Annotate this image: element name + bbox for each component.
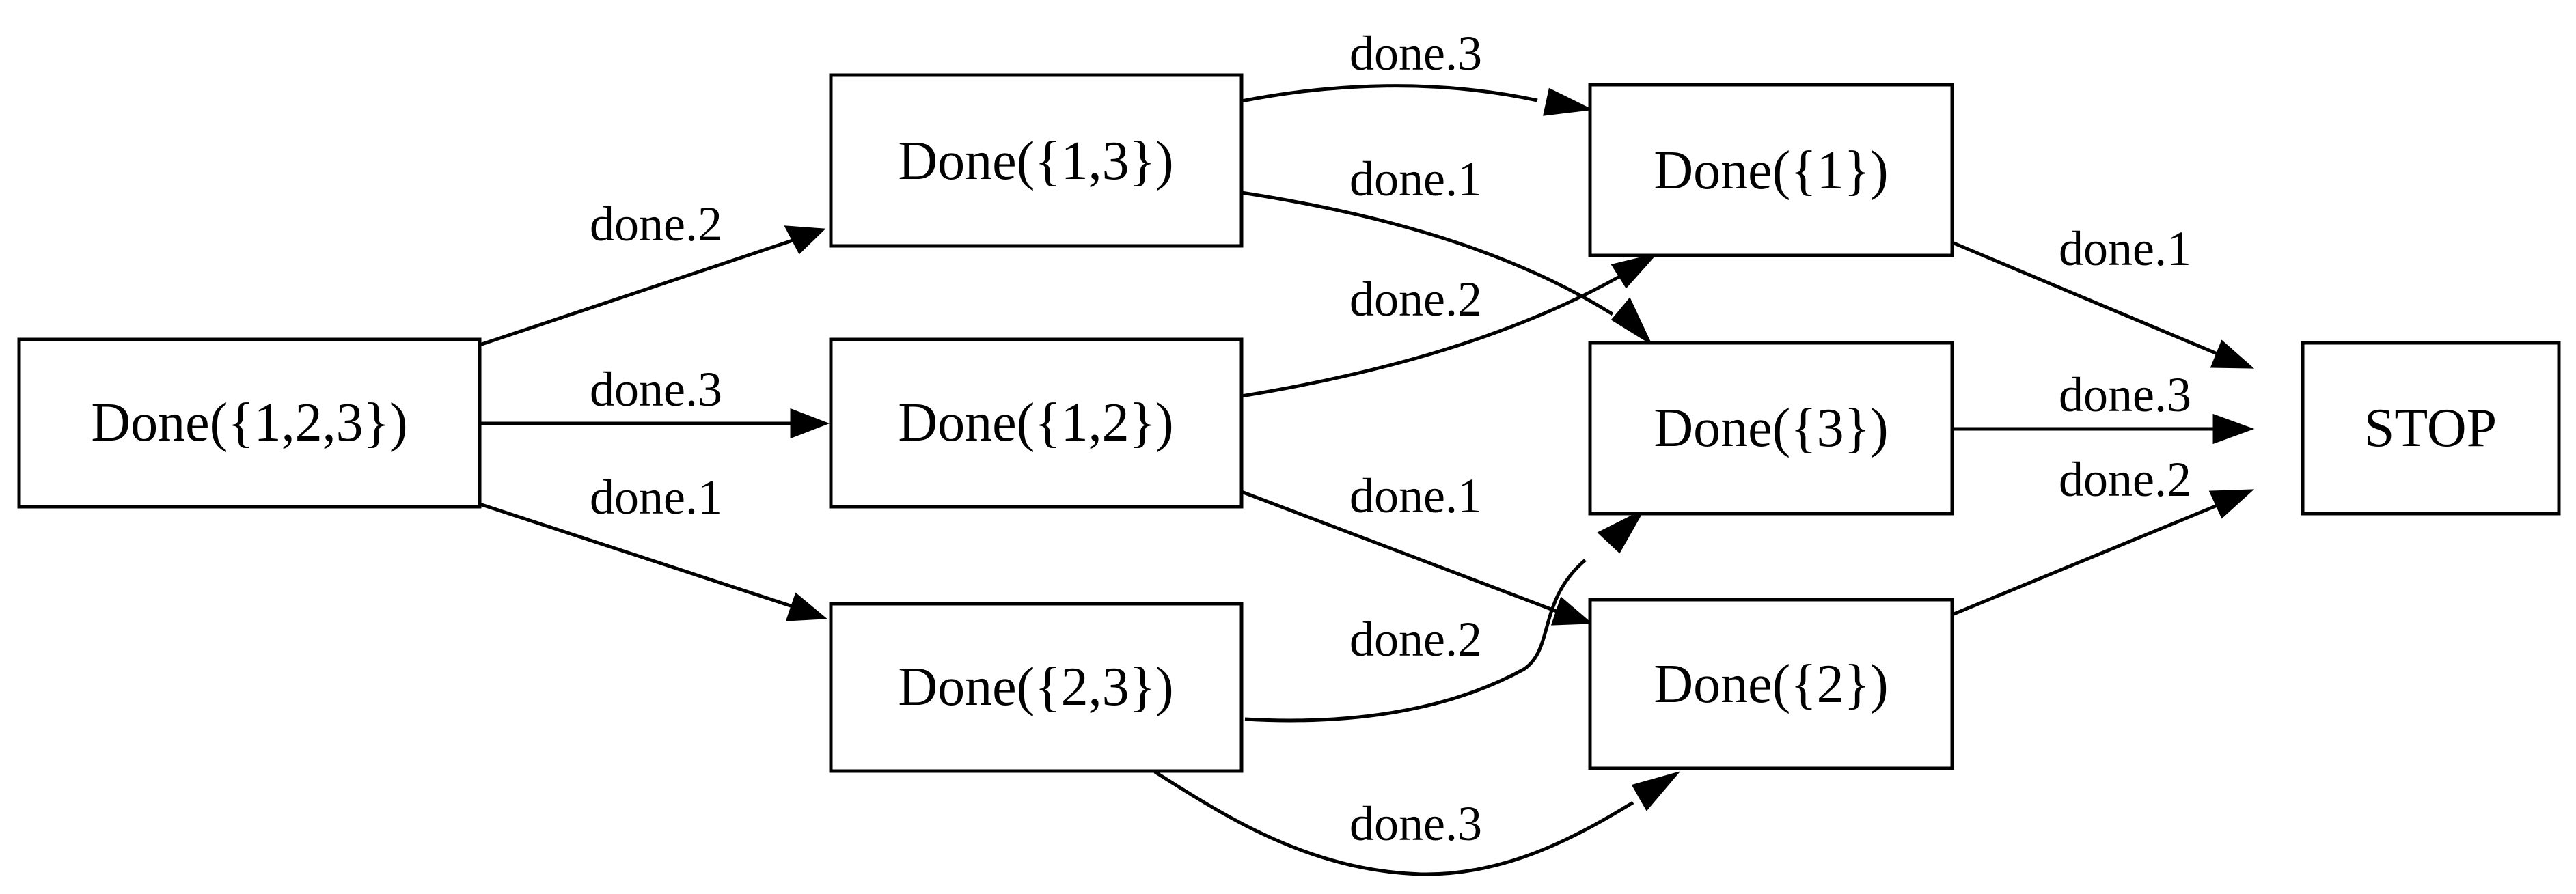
edge-n123-to-n13: done.2 xyxy=(479,197,826,347)
edge-line xyxy=(1951,503,2218,617)
edge-line xyxy=(1241,490,1557,613)
node-box xyxy=(1588,83,1954,257)
node-box xyxy=(1588,598,1954,770)
edge-label: done.3 xyxy=(1349,26,1482,81)
edge-n123-to-n12: done.3 xyxy=(480,362,830,439)
node-label: Done({1}) xyxy=(1654,141,1888,201)
nodes: Done({1,2,3}) Done({1,3}) Done({1,2}) Do… xyxy=(17,73,2561,773)
node-stop: STOP xyxy=(2301,341,2561,516)
node-label: Done({2}) xyxy=(1654,654,1888,714)
arrow-head xyxy=(2210,339,2255,369)
node-label: Done({1,3}) xyxy=(898,131,1173,191)
node-box xyxy=(829,602,1244,773)
edge-n23-to-n2: done.3 xyxy=(1153,770,1681,876)
edge-label: done.2 xyxy=(1349,612,1482,667)
edge-line xyxy=(1241,275,1621,398)
node-done-1-3: Done({1,3}) xyxy=(829,73,1244,248)
node-box xyxy=(829,337,1244,509)
edges: done.2 done.3 done.1 done.3 done.1 xyxy=(479,26,2255,876)
node-done-2: Done({2}) xyxy=(1588,598,1954,770)
arrow-head xyxy=(790,408,830,439)
node-box xyxy=(1588,341,1954,516)
edge-n3-to-stop: done.3 xyxy=(1952,367,2255,445)
edge-line xyxy=(1241,84,1538,103)
arrow-head xyxy=(1543,87,1594,116)
edge-label: done.2 xyxy=(590,197,722,251)
edge-n13-to-n1: done.3 xyxy=(1241,26,1594,116)
arrow-head xyxy=(2208,489,2255,519)
edge-label: done.1 xyxy=(2059,221,2191,276)
edge-line xyxy=(479,502,793,609)
node-label: STOP xyxy=(2364,398,2497,458)
node-label: Done({2,3}) xyxy=(898,657,1173,717)
edge-n12-to-n2: done.1 xyxy=(1241,469,1593,626)
edge-line xyxy=(1241,191,1614,316)
edge-n1-to-stop: done.1 xyxy=(1951,221,2255,369)
node-label: Done({3}) xyxy=(1654,398,1888,458)
arrow-head xyxy=(784,225,826,255)
node-box xyxy=(829,73,1244,248)
edge-label: done.2 xyxy=(2059,452,2191,507)
edge-label: done.1 xyxy=(1349,152,1482,206)
edge-n12-to-n1: done.2 xyxy=(1241,253,1658,398)
edge-label: done.1 xyxy=(1349,469,1482,523)
arrow-head xyxy=(1611,253,1658,289)
edge-n23-to-n3: done.2 xyxy=(1244,508,1645,723)
edge-label: done.3 xyxy=(1349,796,1482,851)
edge-line xyxy=(1244,559,1587,723)
arrow-head xyxy=(1597,508,1645,554)
arrow-head xyxy=(1631,771,1681,811)
node-done-2-3: Done({2,3}) xyxy=(829,602,1244,773)
edge-label: done.2 xyxy=(1349,272,1482,326)
arrow-head xyxy=(1611,297,1653,346)
edge-line xyxy=(479,238,793,347)
node-box xyxy=(2301,341,2561,516)
edge-line xyxy=(1153,770,1634,876)
node-done-1-2-3: Done({1,2,3}) xyxy=(17,337,482,509)
node-done-3: Done({3}) xyxy=(1588,341,1954,516)
arrow-head xyxy=(785,592,827,621)
edge-n13-to-n3: done.1 xyxy=(1241,152,1653,346)
edge-n2-to-stop: done.2 xyxy=(1951,452,2255,617)
edge-label: done.1 xyxy=(590,470,722,525)
edge-label: done.3 xyxy=(590,362,722,417)
edge-label: done.3 xyxy=(2059,367,2191,422)
node-label: Done({1,2}) xyxy=(898,393,1173,453)
node-box xyxy=(17,337,482,509)
arrow-head xyxy=(2212,413,2255,445)
node-done-1: Done({1}) xyxy=(1588,83,1954,257)
edge-line xyxy=(1951,240,2218,356)
arrow-head xyxy=(1550,596,1593,626)
edge-n123-to-n23: done.1 xyxy=(479,470,827,621)
node-label: Done({1,2,3}) xyxy=(91,393,407,453)
node-done-1-2: Done({1,2}) xyxy=(829,337,1244,509)
